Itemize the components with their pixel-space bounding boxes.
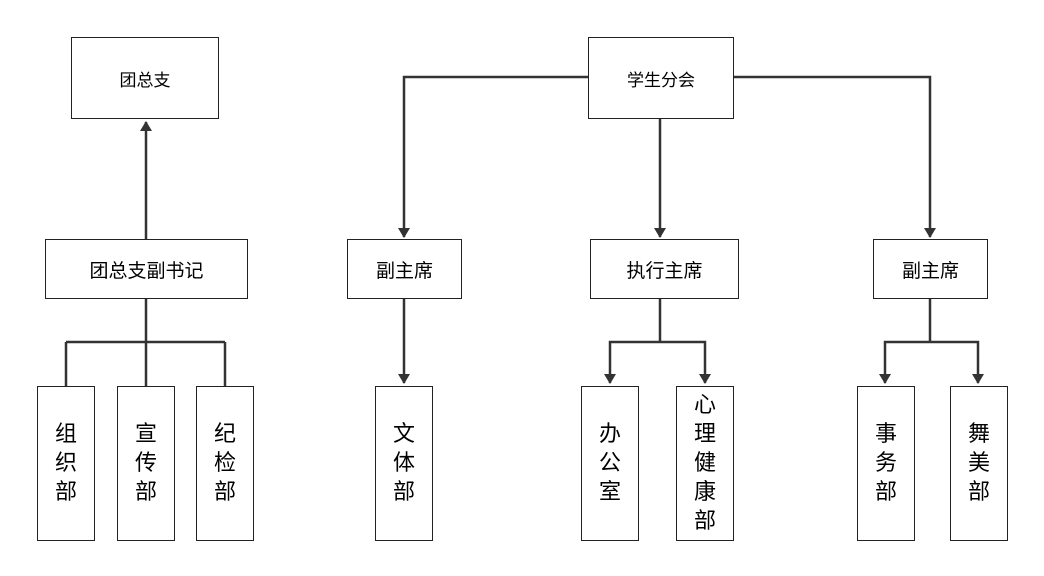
node-wumeibu-label: 舞美部: [967, 422, 990, 505]
node-bangongshi-label: 办公室: [598, 422, 621, 505]
connector-zhixing-to-bangongshi: [604, 340, 660, 384]
connector-xsfh-to-fuzhuxi-right: [734, 75, 936, 238]
node-zuzhibu-label: 组织部: [54, 422, 77, 505]
node-fuzhuxi-right: 副主席: [873, 239, 988, 299]
node-xuanchuanbu-label: 宣传部: [134, 422, 157, 505]
node-fuzhuxi-right-label: 副主席: [901, 259, 959, 282]
node-tuanzongzhi-fushuji: 团总支副书记: [45, 239, 248, 299]
node-shiwubu-label: 事务部: [874, 422, 897, 505]
node-xueshengfenhui: 学生分会: [588, 37, 734, 119]
node-wentibu-label: 文体部: [392, 422, 415, 505]
node-fuzhuxi-left-label: 副主席: [375, 259, 433, 282]
node-wumeibu: 舞美部: [950, 386, 1008, 541]
node-zuzhibu: 组织部: [37, 386, 95, 541]
node-bangongshi: 办公室: [581, 386, 639, 541]
connector-xsfh-to-fuzhuxi-left: [398, 75, 588, 238]
connector-to-wumeibu: [930, 340, 984, 384]
node-xinlijiankangbu: 心理健康部: [676, 386, 734, 541]
node-tuanzongzhi: 团总支: [71, 37, 219, 119]
node-zhixing-zhuxi-label: 执行主席: [626, 259, 703, 282]
node-shiwubu: 事务部: [857, 386, 915, 541]
node-jijianbu-label: 纪检部: [213, 422, 236, 505]
connector-zhixing-to-xinli: [660, 340, 711, 384]
node-wentibu: 文体部: [375, 386, 433, 541]
node-zhixing-zhuxi: 执行主席: [590, 239, 739, 299]
node-fuzhuxi-left: 副主席: [347, 239, 462, 299]
node-xinlijiankangbu-label: 心理健康部: [693, 393, 716, 534]
node-xueshengfenhui-label: 学生分会: [627, 70, 695, 91]
node-tuanzongzhi-fushuji-label: 团总支副书记: [89, 259, 204, 282]
node-tuanzongzhi-label: 团总支: [119, 70, 171, 91]
node-xuanchuanbu: 宣传部: [117, 386, 175, 541]
node-jijianbu: 纪检部: [196, 386, 254, 541]
connector-to-shiwubu: [879, 340, 930, 384]
